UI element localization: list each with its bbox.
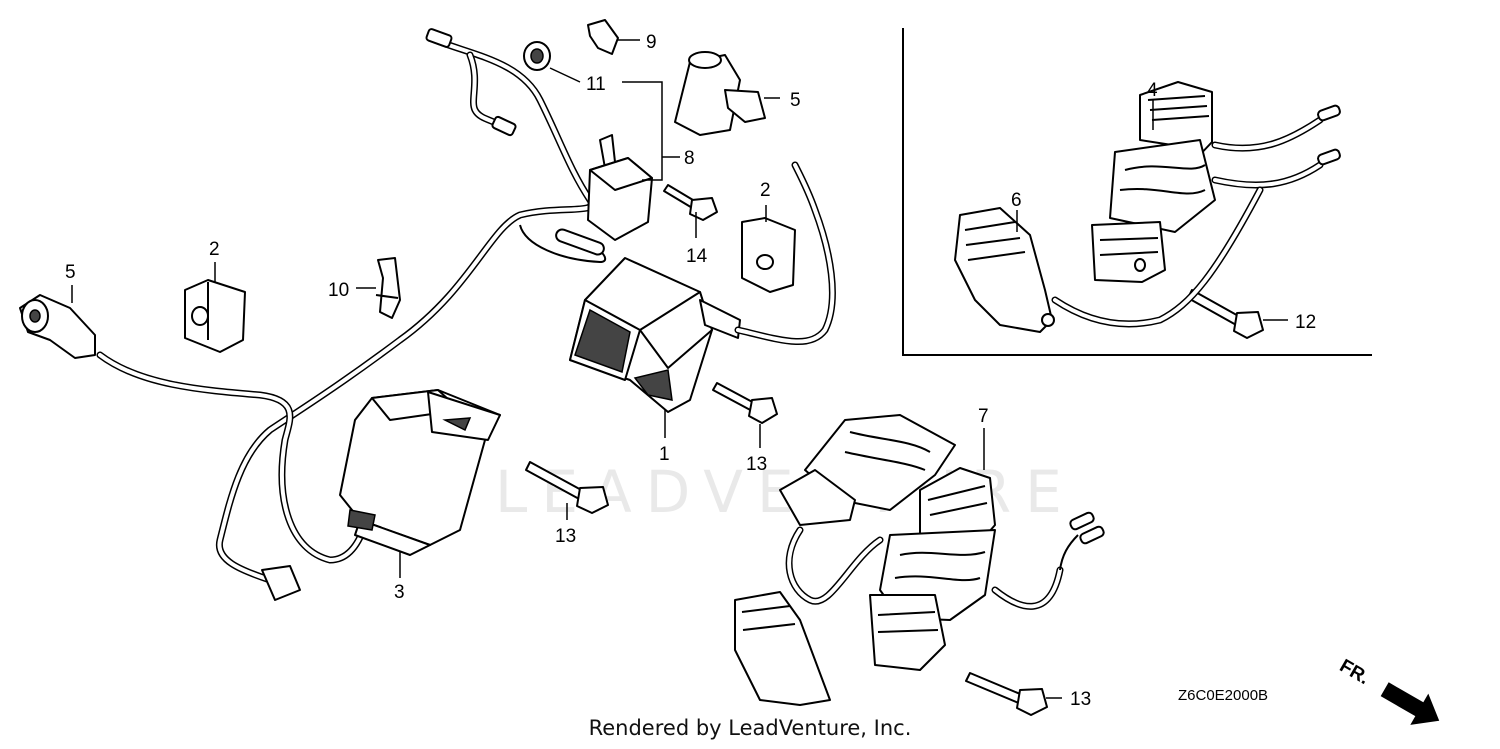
bolt-13-bottom: [965, 672, 1048, 716]
callout-6: 6: [1011, 190, 1022, 211]
inset-frame: [902, 28, 1372, 356]
clamp-10: [375, 257, 401, 319]
callout-12: 12: [1295, 312, 1316, 333]
module-8: [587, 134, 653, 241]
callout-2-right: 2: [760, 180, 771, 201]
callout-8: 8: [684, 148, 695, 169]
ht-wire-harness: [96, 28, 607, 601]
callout-3: 3: [394, 582, 405, 603]
callout-11: 11: [586, 74, 606, 95]
bolt-13-left: [525, 461, 609, 514]
exciter-coil-4: [1091, 81, 1341, 283]
clip-9: [587, 19, 619, 55]
callout-9: 9: [646, 32, 657, 53]
ignition-coil-3: [339, 389, 501, 556]
callout-5-left: 5: [65, 262, 76, 283]
bolt-13-center: [712, 382, 778, 424]
callout-13-center: 13: [746, 454, 767, 475]
callout-13-left: 13: [555, 526, 576, 547]
callout-13-bottom: 13: [1070, 689, 1091, 710]
leader-lines: [71, 39, 1288, 699]
callout-5-right: 5: [790, 90, 801, 111]
front-direction-label: FR.: [1336, 656, 1373, 689]
grommet-11: [523, 41, 551, 71]
bolt-12: [1187, 289, 1264, 339]
callout-14: 14: [686, 246, 708, 267]
rubber-mount-2-right: [741, 217, 796, 293]
rubber-mount-2-left: [184, 279, 246, 353]
exciter-coil-6: [954, 186, 1264, 333]
callout-1: 1: [659, 444, 670, 465]
drawing-code: Z6C0E2000B: [1178, 687, 1268, 704]
bolt-14: [663, 184, 718, 221]
callout-2-left: 2: [209, 239, 220, 260]
callout-4: 4: [1147, 80, 1158, 101]
plug-cap-5-right: [674, 51, 766, 136]
ignition-coil-1: [569, 161, 836, 413]
callout-7: 7: [978, 406, 989, 427]
charge-coil-assembly-7: [734, 414, 1105, 706]
callout-10: 10: [328, 280, 349, 301]
callouts: 9 11 5 8 2 14 2 5 10 1 13 13 3 13 12 4 6…: [65, 32, 1316, 710]
footer-credit: Rendered by LeadVenture, Inc.: [588, 716, 912, 740]
plug-cap-5-left: [19, 294, 96, 359]
